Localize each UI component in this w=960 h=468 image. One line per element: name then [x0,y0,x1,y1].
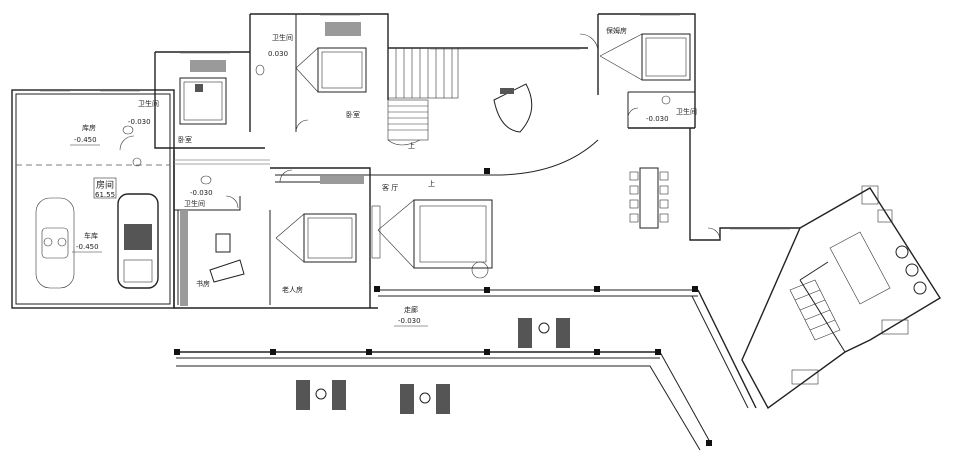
label-stair-up-1: 上 [408,141,415,150]
label-corridor: 走廊 [404,305,418,314]
label-bath-right-level: -0.030 [646,115,669,123]
doors [119,33,721,241]
label-elder-room: 老人房 [282,285,303,294]
label-study: 书房 [196,279,210,288]
label-guest-room: 保姆房 [606,26,627,35]
label-bath-top-level: 0.030 [268,50,288,58]
stairs-kitchen [789,279,841,341]
bed-left-bedroom [179,60,227,125]
label-corridor-level: -0.030 [398,317,421,325]
car-right [117,193,159,289]
room-labels: 库房 -0.450 房间 61.55 车库 -0.450 卫生间 -0.030 … [70,26,697,327]
loungers-right [518,318,570,348]
study-desk [180,210,245,306]
label-stair-up-2: 上 [428,179,435,188]
label-bath-top: 卫生间 [272,33,293,42]
car-left [35,197,75,289]
bed-guest-room [599,33,691,81]
label-bath-left-level: -0.030 [128,118,151,126]
label-garage: 车库 [84,231,98,240]
label-boxed-room: 房间 [96,179,114,191]
piano [493,83,533,133]
label-bath-right: 卫生间 [676,107,697,116]
toilets [122,64,671,185]
living-sofa-set [371,199,493,279]
label-bedroom-top: 卧室 [346,110,360,119]
label-boxed-area: 61.55 [95,191,115,199]
label-bedroom-left: 卧室 [178,135,192,144]
label-bath-left: 卫生间 [138,99,159,108]
label-bath-mid: 卫生间 [184,199,205,208]
windows [40,14,790,230]
loungers-center [400,384,450,414]
loungers-left [296,380,346,410]
label-living: 客 厅 [382,183,398,192]
kitchen-fixtures [791,185,927,385]
stairs-top [387,47,459,146]
bed-top-bedroom [295,22,367,93]
label-bath-mid-level: -0.030 [190,189,213,197]
label-garage-room: 库房 [82,123,96,132]
label-garage-level: -0.450 [76,243,99,251]
dining-table [629,167,669,229]
exterior-walls [11,13,941,451]
structural-columns [174,168,712,446]
bed-elder-room [275,176,364,263]
label-garage-room-level: -0.450 [74,136,97,144]
